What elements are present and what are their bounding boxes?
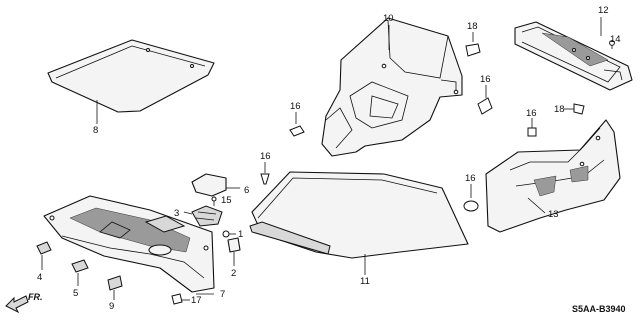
- clip-part-16-c[interactable]: [477, 85, 493, 115]
- label-7: 7: [220, 289, 225, 300]
- label-16d: 16: [526, 108, 537, 119]
- bracket-part-3[interactable]: [183, 205, 223, 227]
- right-side-lining-part-13[interactable]: [485, 119, 621, 233]
- label-18a: 18: [467, 21, 478, 32]
- screw-part-15[interactable]: [211, 196, 217, 206]
- front-direction-arrow-icon: [5, 295, 29, 314]
- label-16b: 16: [260, 151, 271, 162]
- clip-part-9[interactable]: [107, 275, 123, 300]
- clip-part-16-e[interactable]: [463, 184, 479, 212]
- clip-part-4[interactable]: [36, 241, 52, 270]
- clip-part-17[interactable]: [171, 293, 190, 305]
- trunk-mat-part-8[interactable]: [47, 39, 215, 124]
- label-2: 2: [231, 268, 236, 279]
- label-1: 1: [238, 229, 243, 240]
- label-13: 13: [548, 209, 559, 220]
- label-6: 6: [244, 185, 249, 196]
- label-5: 5: [73, 288, 78, 299]
- diagram-code: S5AA-B3940: [572, 304, 626, 314]
- label-16a: 16: [290, 101, 301, 112]
- label-10: 10: [383, 13, 394, 24]
- label-8: 8: [93, 125, 98, 136]
- clip-part-14[interactable]: [609, 40, 615, 49]
- clip-part-18-a[interactable]: [465, 32, 481, 57]
- label-11: 11: [360, 276, 370, 287]
- clip-part-16-a[interactable]: [289, 112, 305, 137]
- label-4: 4: [37, 272, 42, 283]
- label-17: 17: [191, 295, 202, 306]
- clip-part-16-b[interactable]: [260, 162, 270, 185]
- rear-shelf-part-7[interactable]: [43, 195, 215, 295]
- label-16c: 16: [480, 74, 491, 85]
- label-14: 14: [610, 34, 621, 45]
- label-12: 12: [598, 5, 609, 16]
- front-direction-label: FR.: [28, 292, 43, 302]
- rear-panel-lining-part-12[interactable]: [514, 17, 633, 91]
- grommet-part-1[interactable]: [222, 230, 236, 238]
- clip-part-18-b[interactable]: [564, 103, 585, 115]
- label-18b: 18: [554, 104, 565, 115]
- floor-mat-part-11[interactable]: [249, 171, 469, 275]
- label-16e: 16: [465, 173, 476, 184]
- clip-part-16-d[interactable]: [527, 118, 537, 137]
- label-3: 3: [174, 208, 179, 219]
- label-9: 9: [109, 301, 114, 312]
- left-side-lining-part-10[interactable]: [321, 17, 463, 157]
- clip-part-2[interactable]: [227, 237, 241, 266]
- label-15: 15: [221, 195, 232, 206]
- cover-cap-part-6[interactable]: [191, 173, 240, 197]
- clip-part-5[interactable]: [71, 259, 89, 286]
